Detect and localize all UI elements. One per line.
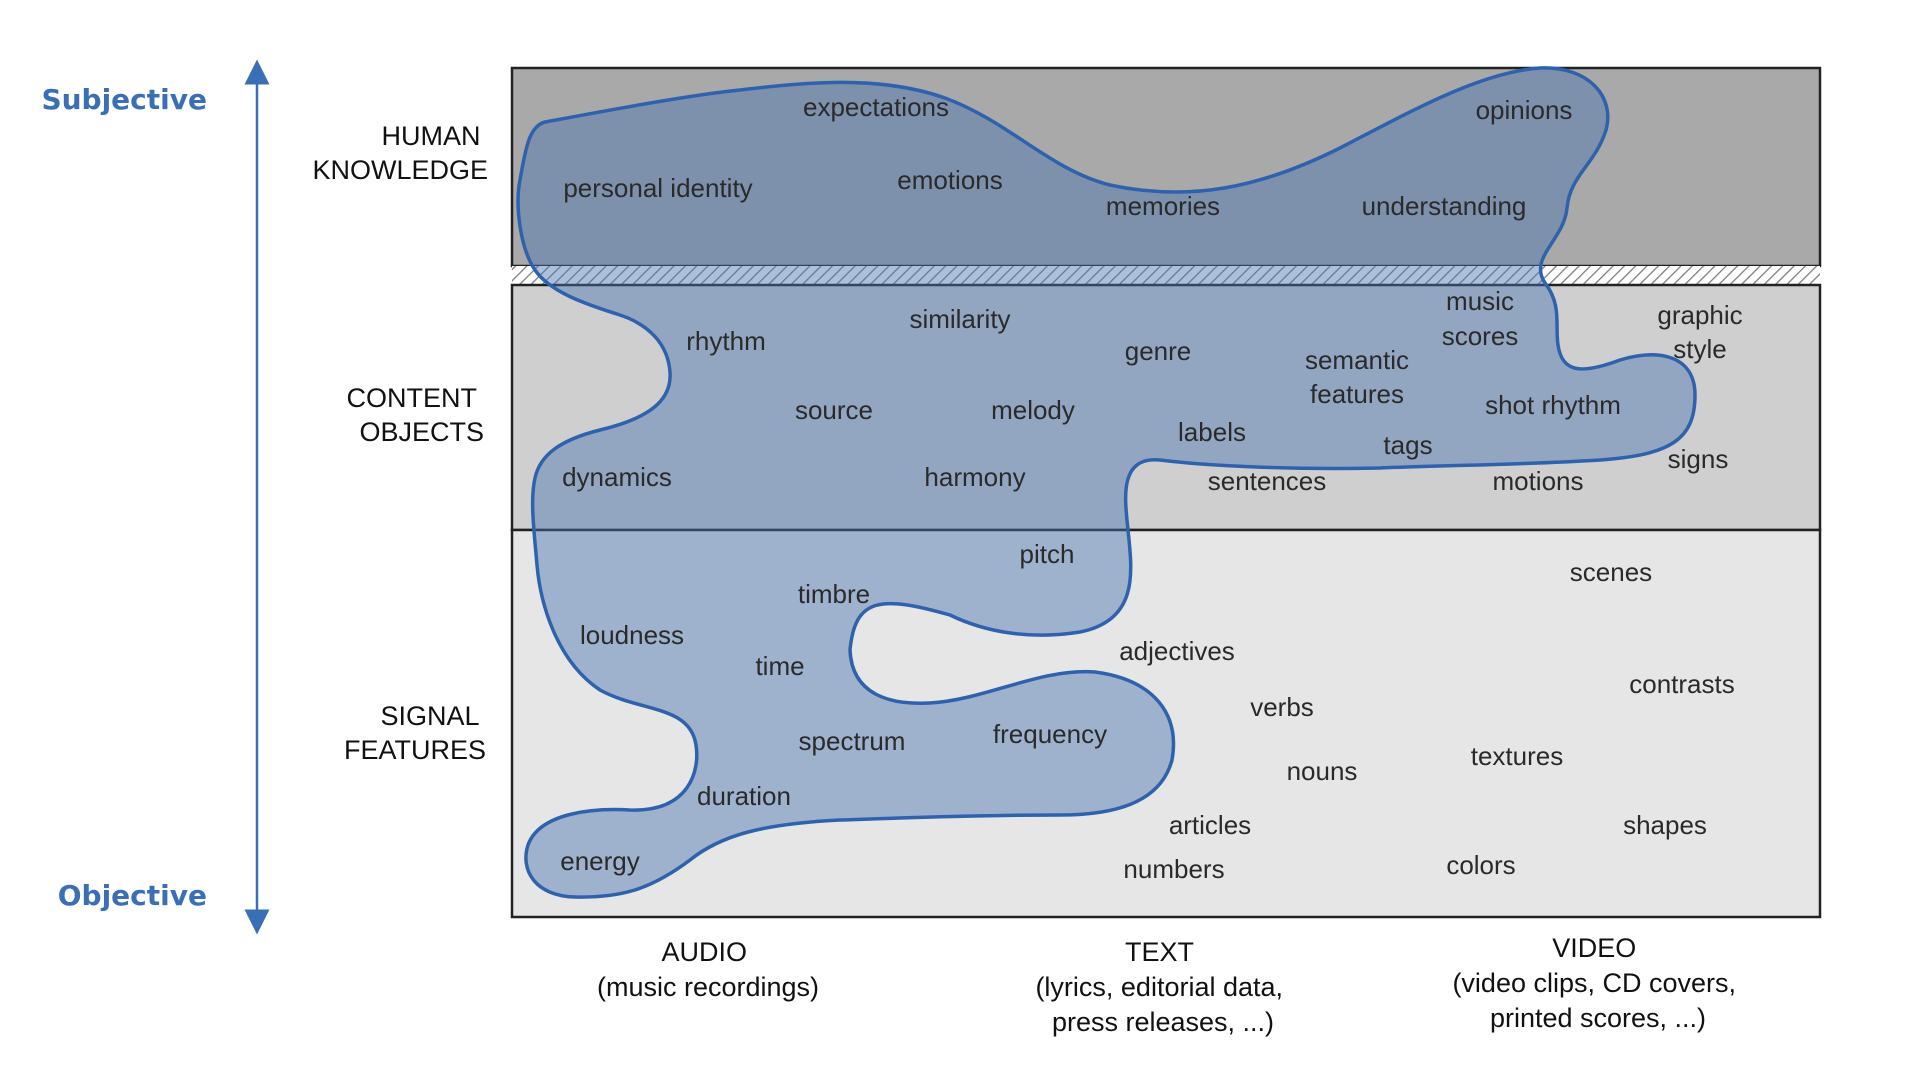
hatched-separator — [512, 266, 1820, 285]
term-timbre: timbre — [798, 579, 870, 609]
term-scores: scores — [1442, 321, 1519, 351]
term-dynamics: dynamics — [562, 462, 672, 492]
term-genre: genre — [1125, 336, 1192, 366]
column-label-audio: AUDIO (music recordings) — [597, 937, 819, 1002]
music-region-blob — [516, 66, 1697, 899]
term-verbs: verbs — [1250, 692, 1314, 722]
term-memories: memories — [1106, 191, 1220, 221]
term-semantic: semantic — [1305, 345, 1409, 375]
row-label-content-objects: CONTENT OBJECTS — [346, 383, 484, 447]
term-similarity: similarity — [909, 304, 1010, 334]
axis-bottom-label: Objective — [58, 879, 207, 912]
term-signs: signs — [1668, 444, 1729, 474]
term-contrasts: contrasts — [1629, 669, 1735, 699]
term-duration: duration — [697, 781, 791, 811]
term-numbers: numbers — [1123, 854, 1224, 884]
term-energy: energy — [560, 846, 640, 876]
row-label-signal-features: SIGNAL FEATURES — [344, 701, 486, 765]
term-time: time — [755, 651, 804, 681]
term-tags: tags — [1383, 430, 1432, 460]
term-sentences: sentences — [1208, 466, 1327, 496]
term-motions: motions — [1492, 466, 1583, 496]
term-understanding: understanding — [1362, 191, 1527, 221]
column-label-text: TEXT (lyrics, editorial data, press rele… — [1035, 937, 1290, 1037]
term-shot-rhythm: shot rhythm — [1485, 390, 1621, 420]
term-colors: colors — [1446, 850, 1515, 880]
term-nouns: nouns — [1287, 756, 1358, 786]
term-scenes: scenes — [1570, 557, 1652, 587]
term-music: music — [1446, 286, 1514, 316]
term-pitch: pitch — [1020, 539, 1075, 569]
column-label-video: VIDEO (video clips, CD covers, printed s… — [1452, 933, 1743, 1033]
term-textures: textures — [1471, 741, 1564, 771]
term-spectrum: spectrum — [799, 726, 906, 756]
term-expectations: expectations — [803, 92, 949, 122]
term-melody: melody — [991, 395, 1075, 425]
term-frequency: frequency — [993, 719, 1107, 749]
term-harmony: harmony — [924, 462, 1025, 492]
term-style: style — [1673, 334, 1726, 364]
row-band-signal-features — [510, 528, 1822, 919]
term-articles: articles — [1169, 810, 1251, 840]
term-shapes: shapes — [1623, 810, 1707, 840]
term-rhythm: rhythm — [686, 326, 765, 356]
term-source: source — [795, 395, 873, 425]
term-personal-identity: personal identity — [563, 173, 752, 203]
term-opinions: opinions — [1476, 95, 1573, 125]
term-adjectives: adjectives — [1119, 636, 1235, 666]
term-features: features — [1310, 379, 1404, 409]
row-label-human-knowledge: HUMAN KNOWLEDGE — [312, 121, 488, 185]
term-labels: labels — [1178, 417, 1246, 447]
term-loudness: loudness — [580, 620, 684, 650]
axis-top-label: Subjective — [41, 83, 207, 116]
term-emotions: emotions — [897, 165, 1003, 195]
term-graphic: graphic — [1657, 300, 1742, 330]
